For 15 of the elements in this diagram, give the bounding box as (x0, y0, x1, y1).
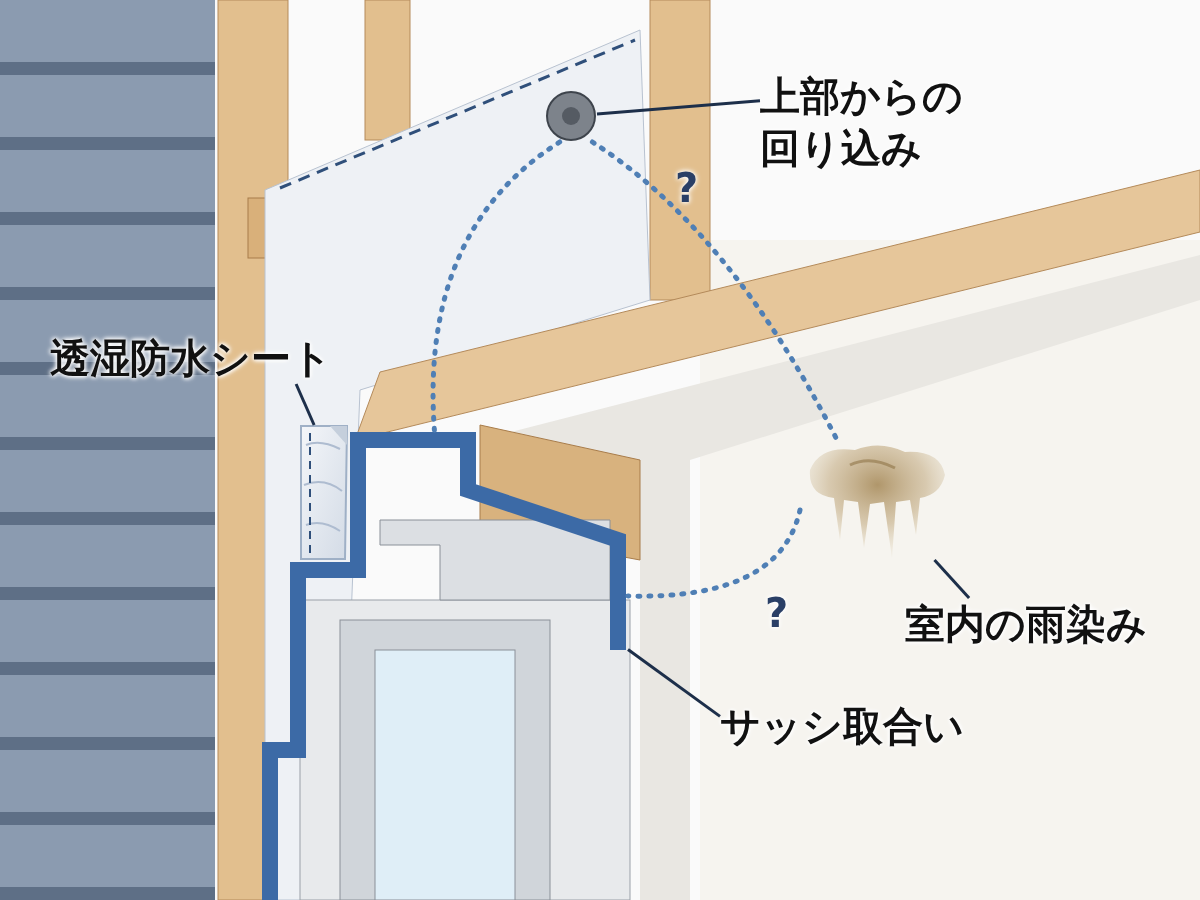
water-path-dotted-line (430, 139, 563, 433)
question-mark: ? (765, 590, 789, 636)
leader-line (596, 99, 761, 116)
callout-text: 上部からの回り込み (760, 70, 990, 174)
leader-line (294, 383, 316, 426)
leader-line (627, 648, 721, 718)
water-path-dotted-line (625, 507, 803, 599)
question-mark: ? (675, 165, 699, 211)
bolt-head (545, 90, 597, 142)
callout-text: 透湿防水シート (50, 332, 390, 384)
callout-text: 室内の雨染み (905, 598, 1200, 650)
leader-line (933, 559, 971, 599)
membrane-sheet (300, 425, 348, 560)
callout-text: サッシ取合い (720, 700, 1020, 752)
water-path-dotted-line (589, 139, 840, 443)
